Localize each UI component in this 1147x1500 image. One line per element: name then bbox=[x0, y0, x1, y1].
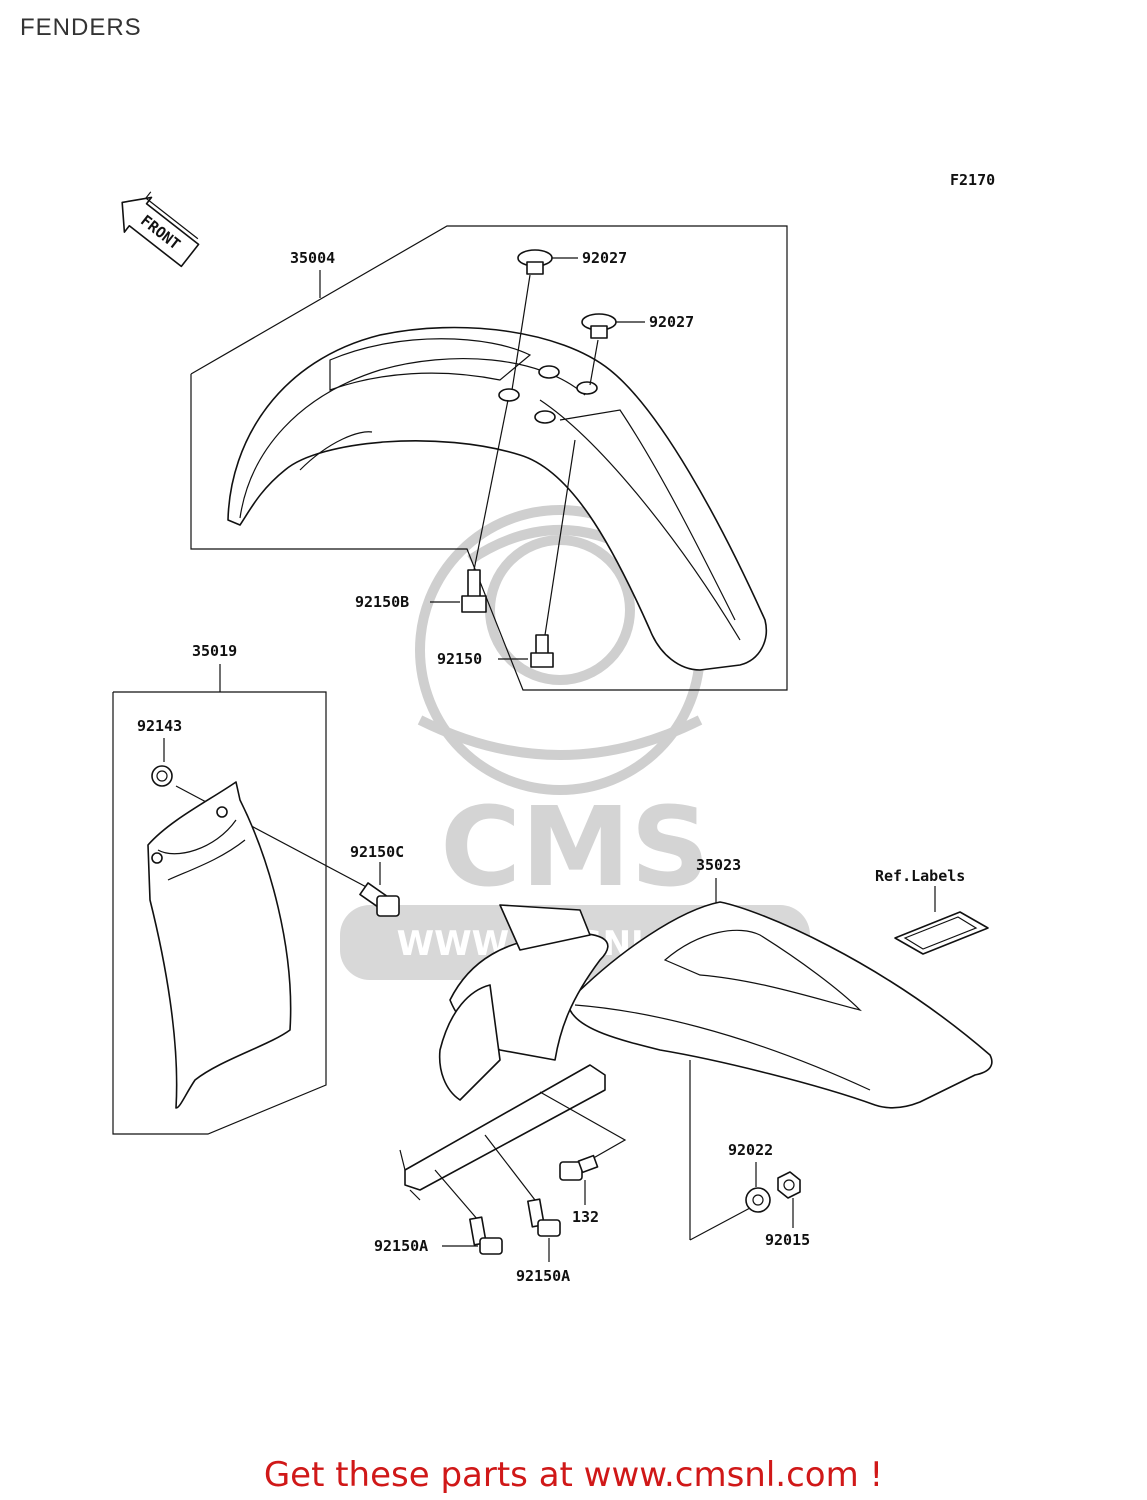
footer-promo[interactable]: Get these parts at www.cmsnl.com ! bbox=[263, 1455, 884, 1495]
part-92150B-label: 92150B bbox=[355, 593, 409, 611]
part-92143-label: 92143 bbox=[137, 717, 182, 735]
part-92022-label: 92022 bbox=[728, 1141, 773, 1159]
mudguard bbox=[147, 781, 292, 1109]
bolt-92150C bbox=[359, 882, 400, 917]
part-35004-label: 35004 bbox=[290, 249, 335, 267]
watermark-brand: CMS bbox=[440, 783, 709, 911]
ref-label-decal bbox=[894, 911, 989, 955]
rear-fender-stay bbox=[404, 1064, 606, 1191]
part-35019-label: 35019 bbox=[192, 642, 237, 660]
parts-diagram: CMS WWW.CMSNL.COM F2170 FRONT 35004 92 bbox=[112, 171, 995, 1285]
part-92150A-left-label: 92150A bbox=[374, 1237, 428, 1255]
rear-fender-group: 35023 Ref.Labels 92022 bbox=[374, 856, 993, 1285]
bolt-92150 bbox=[498, 439, 576, 668]
nut-92015 bbox=[777, 1171, 801, 1199]
front-fender bbox=[227, 326, 767, 671]
washer-92022 bbox=[745, 1187, 771, 1213]
bolt-132 bbox=[559, 1154, 599, 1181]
part-35023-label: 35023 bbox=[696, 856, 741, 874]
ref-labels-label: Ref.Labels bbox=[875, 867, 965, 885]
figure-code: F2170 bbox=[950, 171, 995, 189]
part-92027-right-label: 92027 bbox=[649, 313, 694, 331]
grommet-92027-right bbox=[581, 313, 645, 386]
nut-92143 bbox=[151, 765, 173, 787]
part-132-label: 132 bbox=[572, 1208, 599, 1226]
part-92150A-right-label: 92150A bbox=[516, 1267, 570, 1285]
front-arrow-icon: FRONT bbox=[121, 191, 200, 268]
part-92150C-label: 92150C bbox=[350, 843, 404, 861]
mudguard-group: 35019 92143 92150C bbox=[112, 642, 404, 1135]
front-fender-group: 35004 92027 92027 bbox=[190, 225, 788, 691]
bolt-92150A-left bbox=[469, 1216, 503, 1255]
page-title: FENDERS bbox=[20, 14, 142, 41]
part-92027-top-label: 92027 bbox=[582, 249, 627, 267]
part-92015-label: 92015 bbox=[765, 1231, 810, 1249]
rear-fender bbox=[569, 901, 993, 1109]
bolt-92150A-right bbox=[527, 1198, 561, 1237]
part-92150-label: 92150 bbox=[437, 650, 482, 668]
bolt-92150B bbox=[430, 399, 509, 613]
grommet-92027-top bbox=[511, 249, 578, 391]
